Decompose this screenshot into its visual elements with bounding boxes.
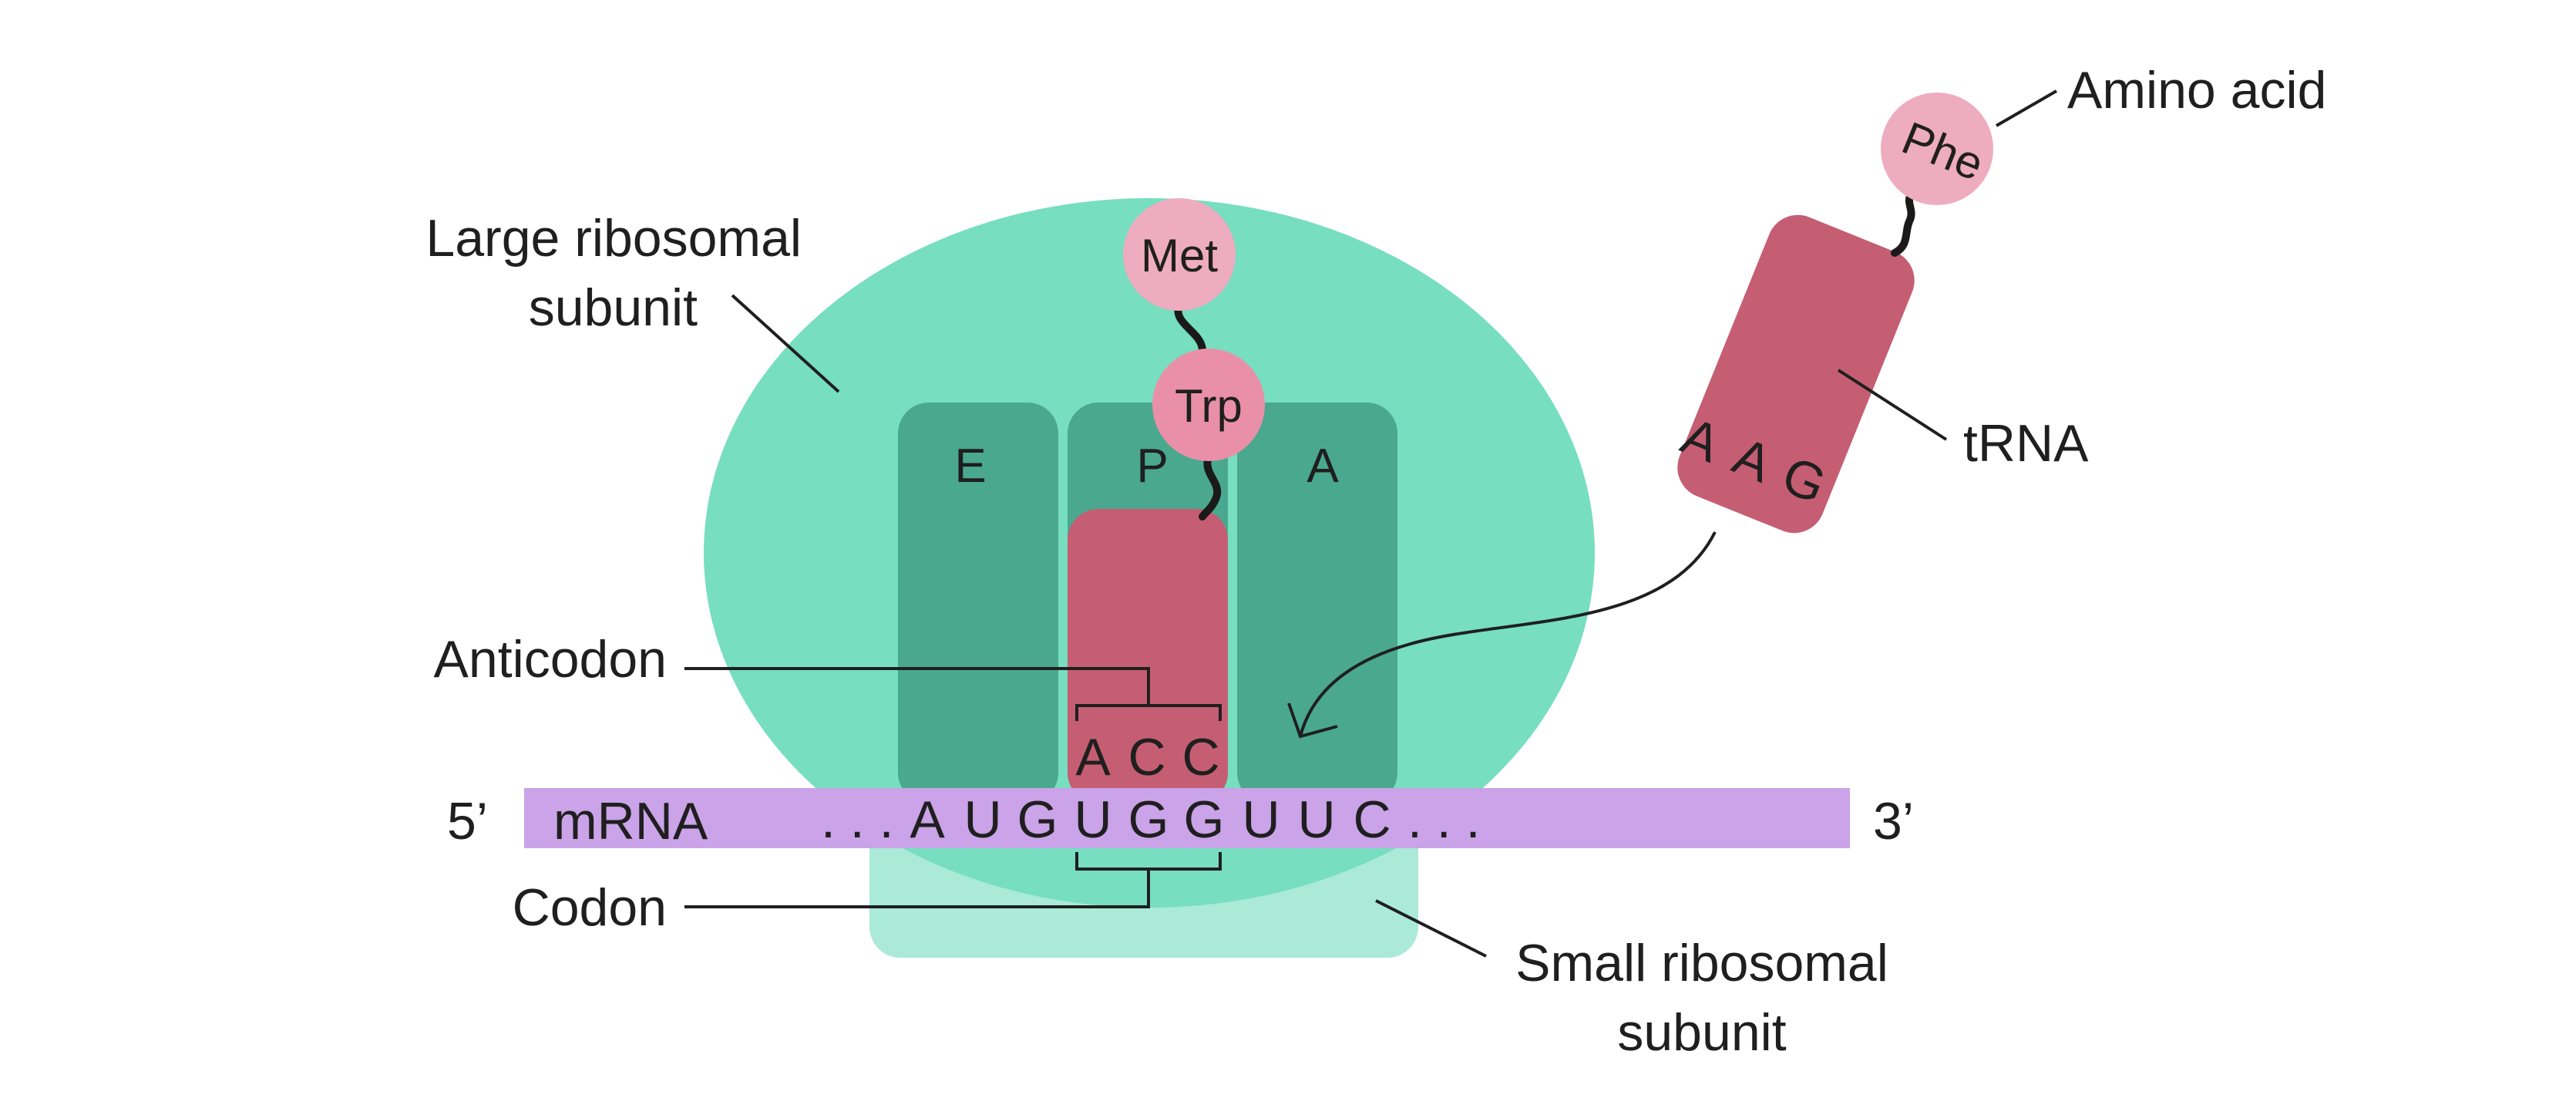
- small-subunit-label-line1: Small ribosomal: [1515, 934, 1888, 992]
- incoming-trna-link: [1891, 187, 1917, 257]
- anticodon-label: Anticodon: [434, 630, 667, 689]
- small-subunit-label-line2: subunit: [1617, 1003, 1786, 1062]
- met-label: Met: [1141, 230, 1218, 281]
- mrna-label: mRNA: [553, 792, 708, 851]
- phe-amino-acid: [1881, 93, 1993, 205]
- incoming-trna: [1677, 214, 1915, 534]
- large-subunit-label-line2: subunit: [529, 278, 698, 337]
- mrna-strand: [524, 788, 1850, 848]
- mrna-base-1: A: [910, 790, 945, 849]
- e-site-label: E: [954, 440, 986, 493]
- bound-anticodon-base-1: A: [1075, 728, 1111, 787]
- anticodon-leader-line: [684, 667, 1150, 706]
- trna-leader-line: [1837, 369, 1948, 441]
- mrna-trailing-ellipsis: . . .: [1407, 790, 1480, 849]
- mrna-base-9: C: [1353, 790, 1391, 849]
- a-site-label: A: [1306, 440, 1339, 493]
- met-amino-acid: [1123, 198, 1236, 311]
- amino-acid-leader-line: [1996, 89, 2057, 127]
- e-site-pocket: [898, 403, 1058, 803]
- trp-label: Trp: [1175, 380, 1243, 432]
- entry-arrow: [1299, 531, 1717, 737]
- mrna-leading-ellipsis: . . .: [821, 790, 893, 849]
- five-prime-label: 5’: [447, 792, 488, 851]
- p-site-label: P: [1136, 440, 1168, 493]
- codon-leader-line: [684, 869, 1150, 908]
- mrna-base-7: U: [1242, 790, 1280, 849]
- bound-anticodon-base-3: C: [1182, 728, 1219, 787]
- trna-link-trp: [1199, 453, 1222, 520]
- a-site-pocket: [1237, 403, 1397, 803]
- large-subunit-leader-line: [731, 294, 840, 393]
- mrna-base-2: U: [963, 790, 1001, 849]
- three-prime-label: 3’: [1873, 792, 1914, 851]
- mrna-base-4: U: [1074, 790, 1111, 849]
- trp-amino-acid: [1152, 349, 1265, 461]
- mrna-base-3: G: [1017, 790, 1058, 849]
- large-subunit-label-line1: Large ribosomal: [425, 209, 802, 268]
- mrna-base-6: G: [1184, 790, 1225, 849]
- bound-trna: [1068, 509, 1228, 803]
- mrna-base-5: G: [1128, 790, 1169, 849]
- small-subunit-leader-line: [1375, 899, 1487, 958]
- entry-arrowhead: [1287, 702, 1338, 739]
- mrna-base-8: U: [1297, 790, 1335, 849]
- amino-acid-label: Amino acid: [2067, 61, 2326, 120]
- trna-label: tRNA: [1963, 414, 2089, 473]
- bound-anticodon-base-2: C: [1128, 728, 1165, 787]
- codon-label: Codon: [513, 878, 667, 937]
